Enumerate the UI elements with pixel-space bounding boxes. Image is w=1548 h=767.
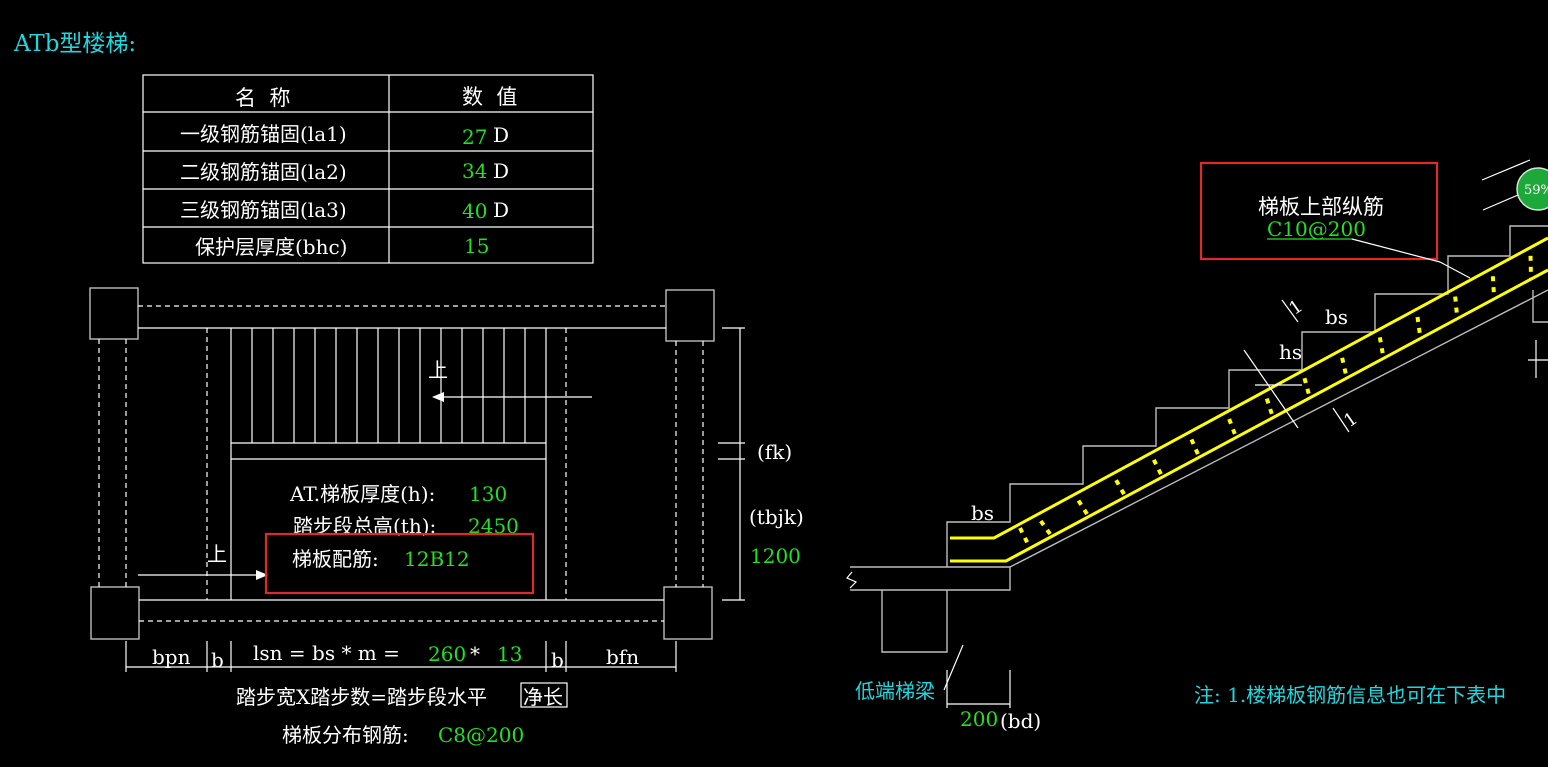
table-row-value: 40 bbox=[462, 199, 487, 223]
slab-rebar-value: 12B12 bbox=[404, 547, 470, 571]
table-header-value: 数 值 bbox=[462, 85, 517, 109]
lsn-formula-label: lsn = bs * m = bbox=[253, 641, 400, 665]
rebar-dot-line bbox=[1302, 377, 1312, 399]
column-top-right bbox=[665, 289, 715, 342]
m-value: 13 bbox=[497, 642, 522, 666]
tbjk-value: 1200 bbox=[750, 544, 801, 568]
highlight-box-upper-rebar bbox=[1199, 161, 1439, 261]
progress-badge-text: 59% bbox=[1524, 183, 1548, 198]
table-row-unit: D bbox=[493, 123, 509, 147]
rebar-dot-line bbox=[1227, 418, 1239, 439]
bs-label-bottom: bs bbox=[971, 501, 994, 525]
formula-text: 踏步宽X踏步数=踏步段水平 bbox=[236, 685, 487, 709]
column-bottom-right bbox=[663, 586, 713, 640]
rebar-dot-line bbox=[1415, 316, 1423, 340]
table-border bbox=[142, 74, 594, 264]
bs-label-top: bs bbox=[1325, 305, 1348, 329]
beam-width-label: (bd) bbox=[1000, 709, 1041, 733]
section-mark-bottom: 1 bbox=[1340, 408, 1361, 432]
up-label-bottom: 上 bbox=[207, 542, 227, 566]
upper-rebar-value: C10@200 bbox=[1267, 217, 1366, 241]
formula-box-text: 净长 bbox=[523, 685, 563, 709]
slab-thickness-label: AT.梯板厚度(h): bbox=[289, 482, 435, 506]
rebar-dot-line bbox=[1528, 255, 1534, 280]
bs-value: 260 bbox=[428, 642, 466, 666]
highlight-box-rebar bbox=[264, 532, 535, 595]
table-row-name: 一级钢筋锚固(la1) bbox=[180, 122, 347, 146]
b-left-label: b bbox=[211, 648, 224, 672]
rebar-dot-line bbox=[1076, 499, 1091, 518]
table-header-name: 名 称 bbox=[235, 86, 290, 110]
table-row-unit: D bbox=[493, 159, 509, 183]
tbjk-label: (tbjk) bbox=[749, 505, 804, 529]
progress-badge bbox=[1516, 167, 1548, 211]
parameter-table: 名 称 数 值 一级钢筋锚固(la1) 27 D 二级钢筋锚固(la2) 34 … bbox=[142, 74, 594, 264]
rebar-dot-line bbox=[1377, 337, 1386, 359]
slab-thickness-value: 130 bbox=[469, 482, 507, 506]
hs-label: hs bbox=[1279, 340, 1302, 364]
upper-rebar-label: 梯板上部纵筋 bbox=[1258, 195, 1384, 219]
beam-width-value: 200 bbox=[960, 707, 998, 731]
table-row-name: 保护层厚度(bhc) bbox=[195, 235, 348, 259]
bfn-label: bfn bbox=[606, 645, 639, 669]
stair-plan-view: 上 上 AT.梯板厚度(h): 130 踏步段总高(th): 2450 梯板配筋… bbox=[89, 287, 804, 747]
distribution-rebar-label: 梯板分布钢筋: bbox=[282, 723, 409, 747]
column-bottom-left bbox=[90, 586, 140, 640]
table-row-name: 二级钢筋锚固(la2) bbox=[180, 160, 347, 184]
section-cut-mark-bottom bbox=[1332, 407, 1350, 433]
slab-soffit bbox=[1009, 289, 1548, 568]
distribution-rebar-dots bbox=[1039, 255, 1534, 538]
rebar-dot-line bbox=[1490, 276, 1497, 300]
up-arrow-head-bottom bbox=[256, 570, 268, 580]
low-end-beam-label: 低端梯梁 bbox=[855, 679, 935, 703]
low-end-beam-top bbox=[850, 566, 1011, 591]
column-top-left bbox=[89, 287, 139, 340]
drawing-title: ATb型楼梯: bbox=[13, 31, 136, 57]
times-sign: * bbox=[470, 642, 480, 666]
slab-rebar-label: 梯板配筋: bbox=[292, 547, 379, 571]
rebar-dot-line bbox=[1264, 397, 1275, 419]
section-cut-mark-top bbox=[1281, 299, 1299, 323]
table-row-value: 34 bbox=[462, 159, 487, 183]
rebar-dot-line bbox=[1039, 519, 1054, 538]
up-arrow-head bbox=[432, 392, 444, 402]
table-row-unit: D bbox=[493, 198, 509, 222]
note-text: 注: 1.楼梯板钢筋信息也可在下表中 bbox=[1194, 683, 1506, 707]
table-row-name: 三级钢筋锚固(la3) bbox=[180, 198, 347, 222]
rebar-dot-line bbox=[1114, 479, 1128, 499]
rebar-dot-line bbox=[1152, 458, 1165, 479]
stair-steps-outline bbox=[946, 225, 1548, 567]
stair-section-view: bs bs hs 1 1 梯板上部纵筋 C10@200 59% 低端梯梁 200… bbox=[846, 159, 1548, 733]
fk-label: (fk) bbox=[757, 440, 792, 464]
b-right-label: b bbox=[551, 648, 564, 672]
table-row-value: 15 bbox=[464, 234, 489, 258]
section-mark-top: 1 bbox=[1285, 296, 1306, 320]
tread-lines bbox=[251, 328, 526, 443]
rebar-dot-line bbox=[1453, 296, 1460, 320]
low-end-beam bbox=[881, 590, 948, 653]
formula-box bbox=[520, 682, 568, 708]
upper-longitudinal-rebar bbox=[950, 236, 1548, 540]
up-label: 上 bbox=[428, 358, 448, 382]
rebar-dot-line bbox=[1189, 438, 1202, 459]
rebar-dot-line bbox=[1340, 357, 1349, 379]
distribution-rebar-value: C8@200 bbox=[438, 723, 524, 747]
lower-longitudinal-rebar bbox=[950, 268, 1548, 563]
bpn-label: bpn bbox=[152, 645, 191, 669]
table-row-value: 27 bbox=[462, 125, 487, 149]
